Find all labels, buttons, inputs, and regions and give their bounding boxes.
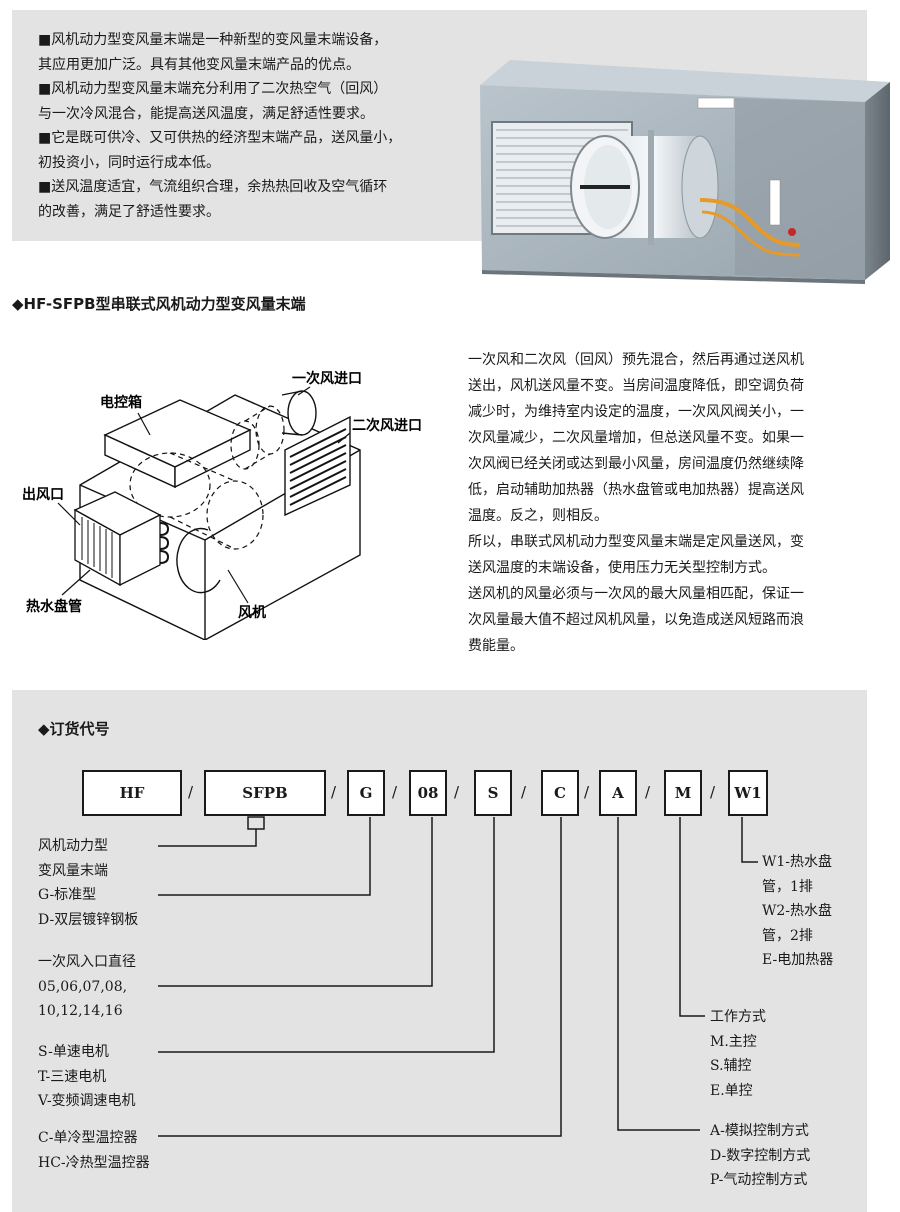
section-title: ◆HF-SFPB型串联式风机动力型变风量末端: [12, 295, 306, 313]
label-line: S-单速电机: [38, 1044, 109, 1060]
code-box-series: HF: [82, 770, 182, 816]
label-line: D-数字控制方式: [710, 1147, 811, 1164]
label-line: 变风量末端: [38, 862, 108, 879]
code-box-mode: M: [664, 770, 702, 816]
label-line: P-气动控制方式: [710, 1172, 808, 1188]
description-line: 所以，串联式风机动力型变风量末端是定风量送风，变: [468, 534, 804, 550]
label-line: A-模拟控制方式: [710, 1123, 809, 1139]
code-box-control: A: [599, 770, 637, 816]
intro-line: ■风机动力型变风量末端是一种新型的变风量末端设备，: [38, 32, 388, 48]
intro-paragraph-2: ■风机动力型变风量末端充分利用了二次热空气（回风） 与一次冷风混合，能提高送风温…: [38, 77, 453, 126]
label-line: D-双层镀锌钢板: [38, 911, 139, 928]
label-inlet-diameter: 一次风入口直径 05,06,07,08, 10,12,14,16: [38, 950, 136, 1024]
ordering-title: ◆订货代号: [38, 720, 110, 738]
label-line: G-标准型: [38, 887, 97, 903]
code-separator: /: [331, 783, 337, 801]
code-separator: /: [392, 783, 398, 801]
label-line: 风机动力型: [38, 838, 108, 854]
description-line: 次风量最大值不超过风机风量，以免造成送风短路而浪: [468, 612, 804, 628]
code-box-motor: S: [474, 770, 512, 816]
label-hot-water-coil: 热水盘管: [26, 598, 82, 615]
intro-paragraph-3: ■它是既可供冷、又可供热的经济型末端产品，送风量小， 初投资小，同时运行成本低。: [38, 126, 453, 175]
label-secondary-inlet: 二次风进口: [352, 417, 422, 434]
description-line: 次风阀已经关闭或达到最小风量，房间温度仍然继续降: [468, 456, 804, 472]
description-line: 费能量。: [468, 638, 524, 654]
code-box-material: G: [347, 770, 385, 816]
code-separator: /: [645, 783, 651, 801]
label-line: M.主控: [710, 1033, 757, 1050]
code-box-diameter: 08: [409, 770, 447, 816]
description-line: 温度。反之，则相反。: [468, 508, 608, 524]
code-separator: /: [188, 783, 194, 801]
label-line: HC-冷热型温控器: [38, 1154, 150, 1171]
label-line: W1-热水盘: [762, 854, 833, 870]
label-line: 管，2排: [762, 927, 813, 944]
description-line: 减少时，为维持室内设定的温度，一次风风阀关小，一: [468, 404, 804, 420]
label-line: W2-热水盘: [762, 903, 833, 919]
label-material: G-标准型 D-双层镀锌钢板: [38, 883, 138, 932]
label-working-mode: 工作方式 M.主控 S.辅控 E.单控: [710, 1005, 766, 1103]
label-fan: 风机: [238, 604, 266, 621]
description-line: 送风机的风量必须与一次风的最大风量相匹配，保证一: [468, 586, 804, 602]
label-heater-options: W1-热水盘 管，1排 W2-热水盘 管，2排 E-电加热器: [762, 850, 833, 973]
label-line: 一次风入口直径: [38, 954, 136, 970]
description-line: 一次风和二次风（回风）预先混合，然后再通过送风机: [468, 352, 804, 368]
label-line: V-变频调速电机: [38, 1093, 136, 1109]
intro-line: 与一次冷风混合，能提高送风温度，满足舒适性要求。: [38, 105, 374, 122]
label-line: E-电加热器: [762, 952, 834, 968]
description-line: 送风温度的末端设备，使用压力无关型控制方式。: [468, 560, 776, 576]
label-line: C-单冷型温控器: [38, 1130, 138, 1146]
intro-paragraph-4: ■送风温度适宜，气流组织合理，余热热回收及空气循环 的改善，满足了舒适性要求。: [38, 175, 453, 224]
description-line: 次风量减少，二次风量增加，但总送风量不变。如果一: [468, 430, 804, 446]
label-primary-inlet: 一次风进口: [292, 370, 362, 387]
product-photo: [480, 60, 890, 284]
schematic-diagram: 电控箱 一次风进口 二次风进口 出风口 热水盘管 风机: [22, 370, 422, 640]
label-line: 10,12,14,16: [38, 1003, 123, 1019]
label-fan-powered: 风机动力型 变风量末端: [38, 834, 108, 883]
intro-line: 初投资小，同时运行成本低。: [38, 154, 220, 171]
description-line: 送出，风机送风量不变。当房间温度降低，即空调负荷: [468, 378, 804, 394]
intro-paragraph-1: ■风机动力型变风量末端是一种新型的变风量末端设备， 其应用更加广泛。具有其他变风…: [38, 28, 453, 77]
label-line: T-三速电机: [38, 1068, 107, 1085]
code-box-type: SFPB: [204, 770, 326, 816]
code-separator: /: [454, 783, 460, 801]
code-separator: /: [710, 783, 716, 801]
code-separator: /: [584, 783, 590, 801]
intro-line: 其应用更加广泛。具有其他变风量末端产品的优点。: [38, 56, 360, 73]
label-line: 工作方式: [710, 1009, 766, 1025]
label-thermostat: C-单冷型温控器 HC-冷热型温控器: [38, 1126, 150, 1175]
label-line: S.辅控: [710, 1058, 752, 1074]
description-line: 低，启动辅助加热器（热水盘管或电加热器）提高送风: [468, 482, 804, 498]
intro-line: ■风机动力型变风量末端充分利用了二次热空气（回风）: [38, 81, 388, 97]
intro-line: ■它是既可供冷、又可供热的经济型末端产品，送风量小，: [38, 130, 402, 146]
label-control-box: 电控箱: [100, 394, 142, 411]
intro-line: 的改善，满足了舒适性要求。: [38, 203, 220, 220]
label-line: 管，1排: [762, 878, 813, 895]
label-outlet: 出风口: [22, 486, 64, 503]
code-box-heater: W1: [728, 770, 768, 816]
code-box-thermostat: C: [541, 770, 579, 816]
code-separator: /: [521, 783, 527, 801]
intro-line: ■送风温度适宜，气流组织合理，余热热回收及空气循环: [38, 179, 388, 195]
description-text: 一次风和二次风（回风）预先混合，然后再通过送风机 送出，风机送风量不变。当房间温…: [468, 347, 868, 659]
label-control-method: A-模拟控制方式 D-数字控制方式 P-气动控制方式: [710, 1119, 810, 1193]
label-line: 05,06,07,08,: [38, 978, 128, 995]
label-motor: S-单速电机 T-三速电机 V-变频调速电机: [38, 1040, 136, 1114]
label-line: E.单控: [710, 1082, 753, 1099]
